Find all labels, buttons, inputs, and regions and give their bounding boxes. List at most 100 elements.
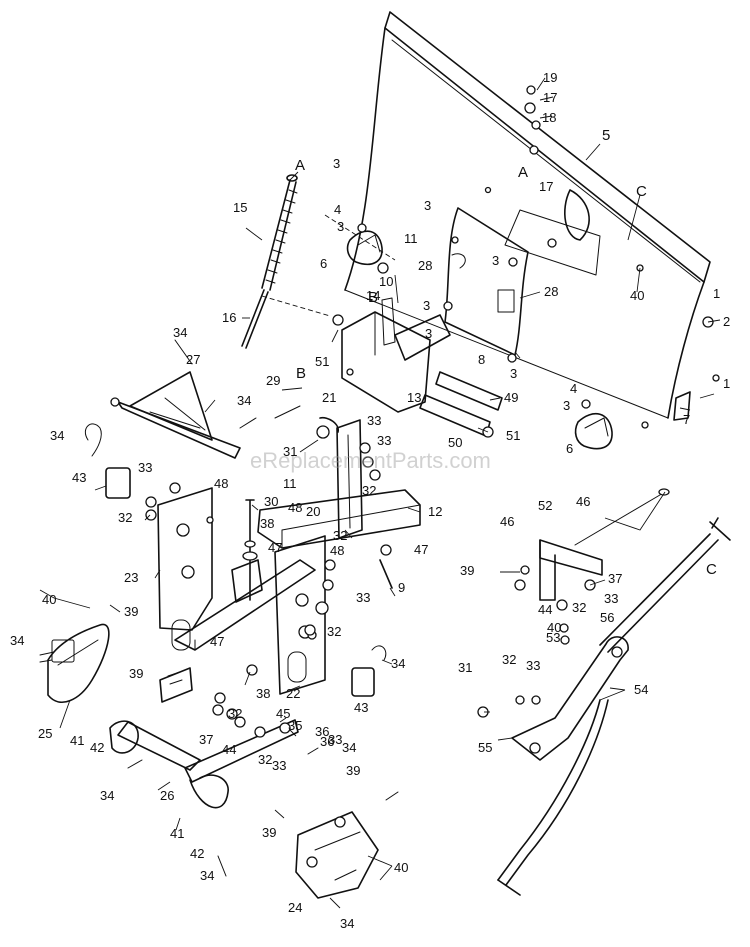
- callout-37a: 37: [608, 571, 622, 586]
- callout-40b: 40: [42, 592, 56, 607]
- callout-3b: 3: [424, 198, 431, 213]
- callout-C-handle: C: [706, 561, 717, 578]
- callout-33a: 33: [367, 413, 381, 428]
- callout-32d: 32: [572, 600, 586, 615]
- callout-3c: 3: [337, 219, 344, 234]
- callout-51b: 51: [506, 428, 520, 443]
- callout-12: 12: [428, 504, 442, 519]
- lift-handle-assembly: [477, 488, 731, 896]
- callout-29: 29: [266, 373, 280, 388]
- callout-21: 21: [322, 390, 336, 405]
- pivot-plate: [443, 207, 529, 363]
- callout-32f: 32: [502, 652, 516, 667]
- callout-6a: 6: [320, 256, 327, 271]
- callout-31a: 31: [283, 444, 297, 459]
- callout-34c: 34: [50, 428, 64, 443]
- callout-36a: 36: [315, 724, 329, 739]
- callout-40c: 40: [547, 620, 561, 635]
- callout-46: 46: [576, 494, 590, 509]
- callout-38b: 38: [256, 686, 270, 701]
- callout-23: 23: [124, 570, 138, 585]
- callout-15: 15: [233, 200, 247, 215]
- callout-5: 5: [602, 127, 610, 144]
- callout-28a: 28: [418, 258, 432, 273]
- watermark: eReplacementParts.com: [250, 448, 491, 473]
- hardware-cluster: [145, 425, 393, 728]
- callout-7: 7: [683, 412, 690, 427]
- callout-11a: 11: [404, 231, 418, 246]
- callout-31b: 31: [458, 660, 472, 675]
- lift-arm: [110, 371, 241, 459]
- plow-blade: [344, 11, 720, 429]
- callout-39d: 39: [346, 763, 360, 778]
- side-plate-left: [157, 487, 214, 651]
- clips-and-pins: [39, 339, 399, 881]
- callout-39e: 39: [262, 825, 276, 840]
- callout-39a: 39: [460, 563, 474, 578]
- callout-4a: 4: [334, 202, 341, 217]
- callout-1a: 1: [713, 286, 720, 301]
- center-mount: [319, 416, 363, 539]
- main-frame: [159, 489, 421, 703]
- lower-cross-bar: [109, 719, 299, 809]
- callout-10: 10: [379, 274, 393, 289]
- callout-47a: 47: [268, 540, 282, 555]
- callout-45: 45: [276, 706, 290, 721]
- callout-1b: 1: [723, 376, 730, 391]
- callout-41b: 41: [170, 826, 184, 841]
- callout-48a: 48: [214, 476, 228, 491]
- callout-34f: 34: [342, 740, 356, 755]
- callout-32h: 32: [228, 706, 242, 721]
- callout-33h: 33: [328, 732, 342, 747]
- link-plate-right: [351, 667, 375, 697]
- callout-40a: 40: [630, 288, 644, 303]
- callout-41a: 41: [70, 733, 84, 748]
- callout-20: 20: [306, 504, 320, 519]
- callout-C-blade: C: [636, 183, 647, 200]
- callout-A-spring: A: [295, 157, 305, 174]
- a-frame: [332, 262, 451, 413]
- callout-43a: 43: [72, 470, 86, 485]
- callout-3a: 3: [333, 156, 340, 171]
- callout-47b: 47: [414, 542, 428, 557]
- callout-A-blade: A: [518, 164, 528, 181]
- callout-27: 27: [186, 352, 200, 367]
- callout-3g: 3: [563, 398, 570, 413]
- callout-42a: 42: [90, 740, 104, 755]
- callout-33f: 33: [526, 658, 540, 673]
- callout-6b: 6: [566, 441, 573, 456]
- brace-tubes: [419, 371, 503, 438]
- leader-lines: [39, 77, 721, 909]
- callout-33b: 33: [377, 433, 391, 448]
- spring-rod: [241, 289, 269, 349]
- callout-53: 53: [546, 630, 560, 645]
- callout-34d: 34: [391, 656, 405, 671]
- callout-48c: 46: [500, 514, 514, 529]
- skid-shoe-lower: [574, 399, 613, 450]
- callout-16: 16: [222, 310, 236, 325]
- callout-32g: 32: [258, 752, 272, 767]
- callout-50: 50: [448, 435, 462, 450]
- callout-36b: 36: [320, 734, 334, 749]
- callout-52: 52: [538, 498, 552, 513]
- callout-42b: 42: [190, 846, 204, 861]
- callout-33c: 33: [138, 460, 152, 475]
- callout-32a: 32: [362, 483, 376, 498]
- callout-19: 19: [543, 70, 557, 85]
- callout-32e: 32: [327, 624, 341, 639]
- callout-11b: 11: [283, 476, 297, 491]
- callout-56: 56: [600, 610, 614, 625]
- callout-33e: 33: [356, 590, 370, 605]
- callout-38a: 38: [260, 516, 274, 531]
- callout-30: 30: [264, 494, 278, 509]
- callout-34a: 34: [173, 325, 187, 340]
- callout-17: 17: [543, 90, 557, 105]
- callout-B-frame: B: [368, 289, 378, 306]
- callout-3h: 3: [510, 366, 517, 381]
- spring: [261, 174, 298, 291]
- callout-32b: 32: [333, 528, 347, 543]
- callout-33d: 33: [604, 591, 618, 606]
- callout-37b: 37: [199, 732, 213, 747]
- callout-32c: 32: [118, 510, 132, 525]
